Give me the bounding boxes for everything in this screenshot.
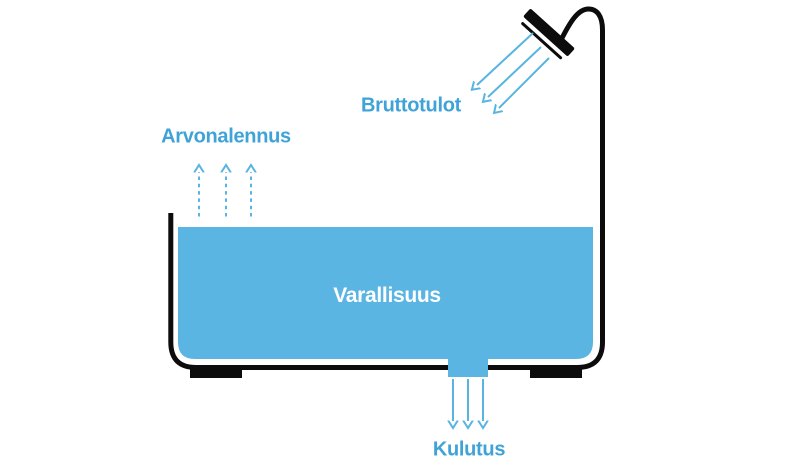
shower-head-body [523, 9, 575, 56]
bathtub-right-foot [530, 368, 582, 378]
gross-income-label: Bruttotulot [361, 94, 461, 117]
spray-arrow [477, 32, 534, 85]
spray-arrow [488, 46, 542, 97]
wealth-label: Varallisuus [333, 284, 441, 307]
bathtub-feet [190, 368, 582, 378]
consumption-label: Kulutus [432, 438, 506, 461]
spray-arrows-icon [477, 32, 550, 108]
bathtub-icon [168, 6, 605, 370]
drain-arrows-icon [453, 379, 483, 421]
spray-arrow [499, 57, 550, 108]
water-fill [178, 227, 593, 359]
bathtub-left-foot [190, 368, 242, 378]
depreciation-label: Arvonalennus [161, 125, 291, 148]
drain-spout [448, 352, 488, 377]
shower-head-faceplate [521, 22, 563, 60]
shower-head-icon [521, 9, 575, 60]
evaporation-arrows-icon [199, 172, 251, 217]
